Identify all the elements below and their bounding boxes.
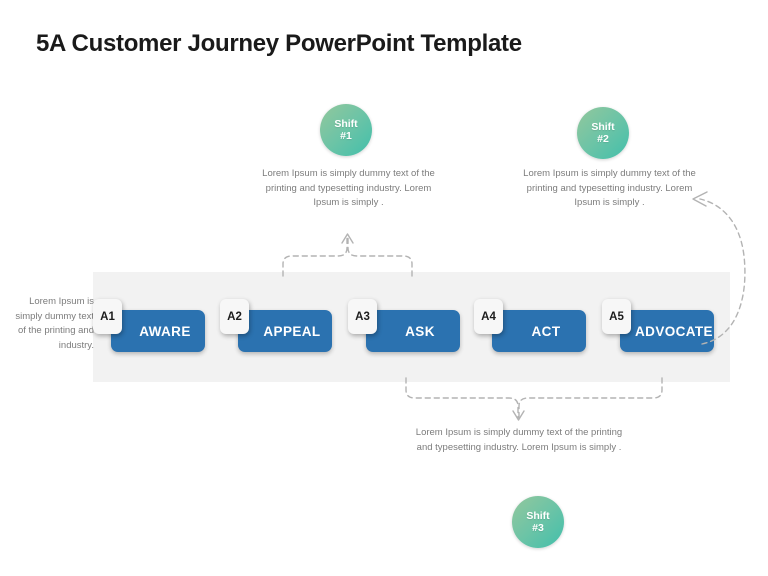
stage-label: ADVOCATE	[635, 323, 713, 339]
connector-bottom-brace	[405, 377, 663, 419]
stage-badge-a5[interactable]: A5	[602, 299, 631, 334]
stage-box[interactable]: ASK	[366, 310, 460, 352]
shift-word: Shift	[591, 121, 615, 133]
connector-bottom-arrowhead	[512, 410, 525, 421]
shift-number: #2	[597, 133, 609, 145]
connector-top-brace	[282, 235, 413, 277]
stage-box[interactable]: ACT	[492, 310, 586, 352]
stage-label: AWARE	[139, 323, 191, 339]
stage-code: A4	[481, 310, 496, 323]
description-shift-2: Lorem Ipsum is simply dummy text of the …	[523, 168, 696, 208]
stage-label: ACT	[531, 323, 561, 339]
stage-box[interactable]: APPEAL	[238, 310, 332, 352]
stage-badge-a2[interactable]: A2	[220, 299, 249, 334]
description-shift-1: Lorem Ipsum is simply dummy text of the …	[262, 168, 435, 208]
description-shift-3: Lorem Ipsum is simply dummy text of the …	[415, 427, 623, 453]
description-left-note: Lorem Ipsum is simply dummy text of the …	[15, 296, 94, 351]
shift-word: Shift	[334, 118, 358, 130]
stage-badge-a3[interactable]: A3	[348, 299, 377, 334]
stage-label: ASK	[405, 323, 435, 339]
stage-badge-a4[interactable]: A4	[474, 299, 503, 334]
stage-box[interactable]: AWARE	[111, 310, 205, 352]
shift-word: Shift	[526, 510, 550, 522]
page-title: 5A Customer Journey PowerPoint Template	[36, 30, 522, 57]
stage-code: A2	[227, 310, 242, 323]
connector-top-arrowhead	[341, 233, 354, 244]
stage-label: APPEAL	[263, 323, 321, 339]
stage-box[interactable]: ADVOCATE	[620, 310, 714, 352]
shift-circle-1[interactable]: Shift #1	[320, 104, 372, 156]
stage-badge-a1[interactable]: A1	[93, 299, 122, 334]
shift-number: #3	[532, 522, 544, 534]
shift-circle-2[interactable]: Shift #2	[577, 107, 629, 159]
shift-circle-3[interactable]: Shift #3	[512, 496, 564, 548]
stage-code: A5	[609, 310, 624, 323]
stage-code: A1	[100, 310, 115, 323]
shift-number: #1	[340, 130, 352, 142]
stage-code: A3	[355, 310, 370, 323]
